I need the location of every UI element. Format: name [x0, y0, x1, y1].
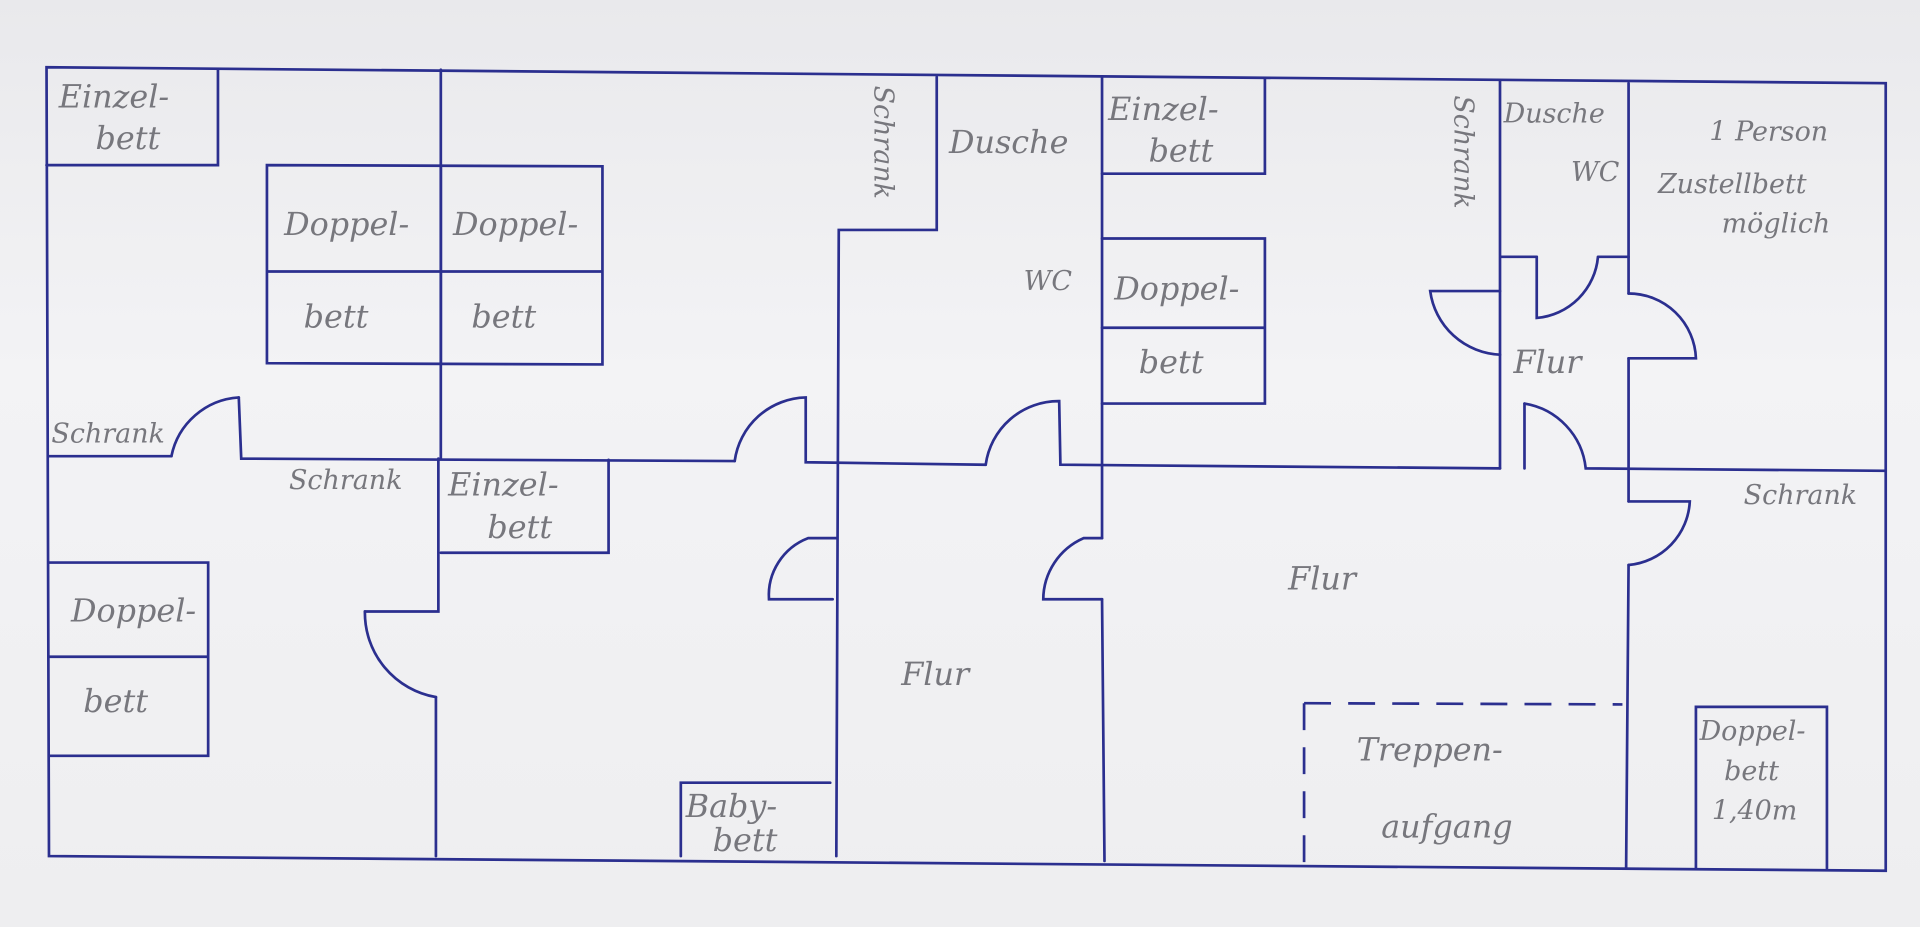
- stairs-dashed-top: [1304, 701, 1623, 706]
- label: Flur: [1287, 559, 1358, 597]
- label: Doppel-: [1699, 716, 1806, 747]
- walls: [45, 65, 1888, 873]
- label: aufgang: [1381, 808, 1512, 846]
- door-arc-flur-mid: [1041, 536, 1104, 601]
- label: Dusche: [1503, 98, 1605, 129]
- label: WC: [1571, 157, 1620, 188]
- door-arc-small-top: [1535, 255, 1630, 320]
- door-arc-right-room: [1627, 292, 1698, 360]
- label: Doppel-: [1113, 270, 1239, 308]
- outer-wall: [45, 65, 1888, 873]
- label: Einzel-: [1107, 90, 1218, 128]
- label: 1 Person: [1709, 117, 1828, 148]
- label: bett: [1139, 343, 1204, 381]
- furniture: [45, 68, 1829, 870]
- label: Schrank: [1448, 95, 1479, 208]
- label: bett: [1149, 131, 1214, 169]
- wall-h375-a: [237, 396, 737, 463]
- label: Schrank: [1744, 480, 1857, 511]
- door-arc-1: [733, 396, 988, 467]
- label: Doppel-: [283, 205, 409, 243]
- label: bett: [471, 298, 536, 336]
- doppelbett-140: [1694, 705, 1829, 870]
- label: Baby-: [685, 787, 777, 825]
- wall-x900: [1100, 75, 1106, 863]
- label: Dusche: [948, 123, 1068, 161]
- label: Doppel-: [70, 591, 196, 629]
- label: bett: [83, 682, 148, 720]
- label: WC: [1024, 266, 1073, 297]
- door-arc-schrank-right: [1627, 500, 1692, 567]
- label: bett: [96, 119, 161, 157]
- label: Schrank: [289, 465, 402, 496]
- einzelbett-topleft: [45, 68, 220, 167]
- label: Einzel-: [58, 78, 169, 116]
- einzelbett-mid: [439, 458, 610, 555]
- door-arc-small-bottom: [1523, 402, 1888, 473]
- doppelbett-lowerleft: [47, 561, 210, 758]
- label: Zustellbett: [1657, 169, 1807, 200]
- wall-x1225: [1498, 79, 1539, 470]
- einzelbett-right: [1100, 76, 1267, 176]
- label: möglich: [1722, 208, 1831, 239]
- label: Einzel-: [447, 465, 558, 503]
- schrank-box-1: [834, 75, 939, 858]
- wall-x360-mid: [363, 457, 440, 613]
- label: Schrank: [867, 86, 898, 199]
- door-arc-flur-left: [767, 536, 838, 601]
- door-arc-small-left: [1428, 289, 1502, 357]
- label: bett: [713, 821, 778, 859]
- label: Flur: [1512, 343, 1583, 381]
- doppelbett-right: [1100, 237, 1267, 405]
- label: Treppen-: [1357, 731, 1503, 769]
- door-arc-2: [984, 399, 1502, 470]
- wall-x1330: [1624, 81, 1630, 870]
- babybett: [679, 781, 832, 858]
- label: Doppel-: [452, 205, 578, 243]
- door-arc-x360: [363, 610, 438, 699]
- door-arc-schrank: [170, 396, 241, 458]
- label: Flur: [900, 655, 971, 693]
- label: Schrank: [51, 419, 164, 450]
- label: 1,40m: [1712, 795, 1797, 826]
- labels: Einzel- bett Doppel- bett Doppel- bett S…: [51, 78, 1857, 860]
- label: bett: [1724, 756, 1779, 787]
- label: bett: [487, 508, 552, 546]
- doppelbett-pair: [265, 163, 604, 366]
- label: bett: [304, 298, 369, 336]
